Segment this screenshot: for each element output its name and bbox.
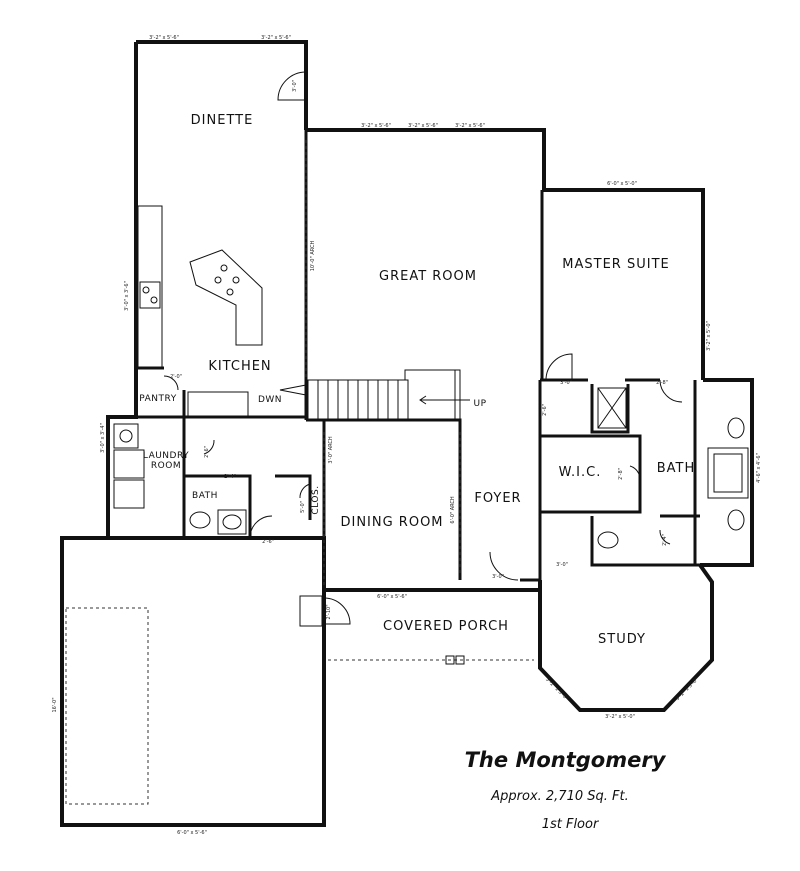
label-covered-porch: COVERED PORCH: [383, 619, 509, 634]
dim-door-bath-a: 2'-8": [656, 380, 668, 386]
openings: [65, 140, 534, 805]
dim-study-window-3: 3'-2" x 5'-0": [675, 677, 700, 702]
dim-great-room-window-2: 3'-2" x 5'-6": [408, 123, 438, 129]
dim-master-side-window: 3'-2" x 5'-0": [706, 321, 712, 351]
dim-bath-window: 4'-6" x 4'-6": [756, 453, 762, 483]
master-bath-fixtures: [597, 387, 749, 549]
dim-garage-depth: 16'-0": [52, 697, 58, 712]
dim-door-porch: 2'-10": [326, 604, 332, 619]
label-pantry: PANTRY: [139, 394, 176, 404]
dim-door-master: 3'-0": [560, 380, 572, 386]
plan-floor-label: 1st Floor: [541, 817, 599, 832]
dim-kitchen-window: 3'-0" x 3'-6": [124, 281, 130, 311]
dim-laundry-window: 3'-0" x 3'-4": [100, 423, 106, 453]
label-up: UP: [473, 399, 486, 409]
label-laundry-2: ROOM: [151, 461, 181, 471]
dim-door-study: 3'-0": [556, 562, 568, 568]
dim-door-small-bath: 2'-4": [224, 474, 236, 480]
dim-great-room-arch: 10'-0" ARCH: [310, 241, 316, 272]
label-foyer: FOYER: [474, 491, 521, 506]
exterior-walls: [60, 40, 754, 827]
dim-study-window-2: 3'-2" x 5'-0": [605, 714, 635, 720]
plan-title: The Montgomery: [464, 748, 666, 772]
label-bath: BATH: [657, 461, 696, 476]
dim-door-wic: 2'-8": [618, 468, 624, 480]
label-bath-small: BATH: [192, 491, 218, 501]
dim-door-clos: 5'-0": [300, 501, 306, 513]
porch-posts: [445, 655, 465, 665]
doors: [163, 71, 683, 627]
label-dining-room: DINING ROOM: [340, 515, 443, 530]
dimension-labels: 3'-2" x 5'-6" 3'-2" x 5'-6" 3'-2" x 5'-6…: [52, 35, 762, 836]
dim-dinette-window-1: 3'-2" x 5'-6": [149, 35, 179, 41]
dim-door-garage: 2'-6": [262, 539, 274, 545]
kitchen-fixtures: [137, 205, 263, 417]
dim-dinette-window-2: 3'-2" x 5'-6": [261, 35, 291, 41]
plan-square-footage: Approx. 2,710 Sq. Ft.: [491, 789, 629, 804]
label-dinette: DINETTE: [191, 113, 254, 128]
dim-dining-arch: 3'-0" ARCH: [328, 436, 334, 464]
dim-great-room-window-1: 3'-2" x 5'-6": [361, 123, 391, 129]
label-kitchen: KITCHEN: [208, 359, 271, 374]
dim-door-foyer: 3'-0": [492, 574, 504, 580]
dim-garage-window: 6'-0" x 5'-6": [177, 830, 207, 836]
laundry-fixtures: [113, 423, 247, 535]
dim-door-pantry: 2'-0": [170, 374, 182, 380]
label-clos: CLOS.: [311, 485, 321, 514]
label-wic: W.I.C.: [559, 465, 602, 480]
dim-master-suite-window: 6'-0" x 5'-0": [607, 181, 637, 187]
label-great-room: GREAT ROOM: [379, 269, 477, 284]
dim-foyer-arch: 6'-0" ARCH: [450, 496, 456, 524]
dim-great-room-window-3: 3'-2" x 5'-6": [455, 123, 485, 129]
dim-dining-window: 6'-0" x 5'-6": [377, 594, 407, 600]
label-dwn: DWN: [258, 395, 282, 405]
dim-study-window-1: 3'-2" x 5'-0": [544, 677, 569, 702]
label-master-suite: MASTER SUITE: [562, 257, 669, 272]
dim-door-dinette: 3'-0": [292, 80, 298, 92]
dim-door-bath-b: 2'-4": [662, 534, 668, 546]
label-study: STUDY: [598, 632, 646, 647]
dim-door-laundry: 2'-6": [204, 446, 210, 458]
dim-door-foyer-side: 2'-6": [542, 404, 548, 416]
label-laundry-1: LAUNDRY: [143, 451, 189, 461]
staircase: [279, 369, 470, 421]
